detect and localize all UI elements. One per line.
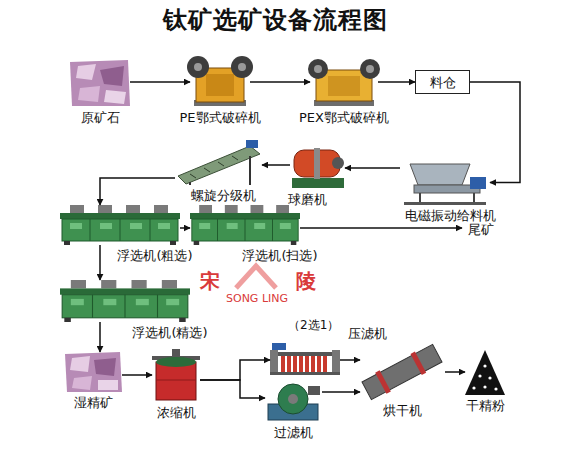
text-box: 料仓 <box>415 70 470 94</box>
node-label: 浮选机(扫选) <box>242 248 317 263</box>
machine-node: 浮选机(扫选) <box>190 205 300 245</box>
flow-arrow <box>262 164 290 166</box>
flotation-picture <box>60 280 190 322</box>
node-label: 原矿石 <box>81 110 120 125</box>
machine-node: 压滤机 <box>270 342 340 378</box>
machine-node: 浓缩机 <box>152 348 200 402</box>
feeder-picture <box>404 164 486 205</box>
machine-node: 螺旋分级机 <box>175 140 262 185</box>
machine-node: 烘干机 <box>360 345 445 400</box>
node-label: 压滤机 <box>348 326 387 341</box>
flow-arrow <box>345 167 400 169</box>
flow-arrow <box>378 81 415 83</box>
logo-mark <box>236 266 276 288</box>
watermark-text: SONG LING <box>226 292 288 305</box>
node-label: 尾矿 <box>468 222 494 237</box>
node-label: 湿精矿 <box>74 395 113 410</box>
node-label: 浓缩机 <box>157 405 196 420</box>
machine-node: 过滤机 <box>265 383 322 422</box>
node-label: PEX鄂式破碎机 <box>299 110 389 125</box>
spiral-classifier-picture <box>178 140 260 185</box>
filter-picture <box>268 384 320 420</box>
ball-mill-picture <box>292 148 344 188</box>
node-label: 浮选机(粗选) <box>117 248 192 263</box>
machine-node: 浮选机(精选) <box>60 280 190 322</box>
node-label: 电磁振动给料机 <box>405 208 496 223</box>
flow-arrow <box>445 371 465 373</box>
dryer-picture <box>361 343 443 402</box>
flow-arrow <box>100 178 175 205</box>
node-label: 烘干机 <box>383 403 422 418</box>
note-label: （2选1） <box>288 318 339 333</box>
node-label: 浮选机(精选) <box>132 325 207 340</box>
thickener-picture <box>152 349 200 400</box>
node-label: 过滤机 <box>274 425 313 440</box>
flotation-picture <box>190 205 300 245</box>
jaw-crusher-picture <box>187 56 253 106</box>
node-label: 干精粉 <box>466 398 505 413</box>
machine-node: 球磨机 <box>290 145 345 190</box>
node-label: 螺旋分级机 <box>191 188 256 203</box>
node-label: PE鄂式破碎机 <box>179 110 260 125</box>
flow-arrow <box>470 82 520 183</box>
node-label: 料仓 <box>430 75 456 90</box>
machine-node: PE鄂式破碎机 <box>190 55 250 106</box>
machine-node: 干精粉 <box>465 350 505 395</box>
machine-node: 原矿石 <box>70 60 130 106</box>
press-filter-picture <box>270 343 340 375</box>
flotation-picture <box>60 205 180 245</box>
ore-picture <box>70 60 130 106</box>
text-box: 尾矿 <box>462 219 500 240</box>
diagram-title: 钛矿选矿设备流程图 <box>0 4 550 36</box>
concentrate-picture <box>65 352 122 392</box>
watermark-text: 宋 <box>200 268 220 295</box>
machine-node: 湿精矿 <box>65 352 122 392</box>
node-label: 球磨机 <box>288 192 327 207</box>
watermark-text: 陵 <box>296 268 316 295</box>
flow-arrow <box>200 360 270 380</box>
machine-node: 浮选机(粗选) <box>60 205 180 245</box>
jaw-crusher-picture <box>308 59 380 106</box>
flow-arrow <box>130 81 190 83</box>
powder-picture <box>465 350 505 395</box>
flow-arrow <box>99 322 101 352</box>
flow-arrow <box>122 374 152 376</box>
flow-arrow <box>340 359 360 361</box>
flow-arrow <box>322 391 360 393</box>
flow-arrow <box>99 245 101 280</box>
machine-node: 电磁振动给料机 <box>400 160 490 205</box>
flow-arrow <box>180 227 190 229</box>
flow-arrow <box>250 81 310 83</box>
flow-arrow <box>200 380 265 398</box>
machine-node: PEX鄂式破碎机 <box>310 58 378 106</box>
flow-arrow <box>300 227 462 229</box>
